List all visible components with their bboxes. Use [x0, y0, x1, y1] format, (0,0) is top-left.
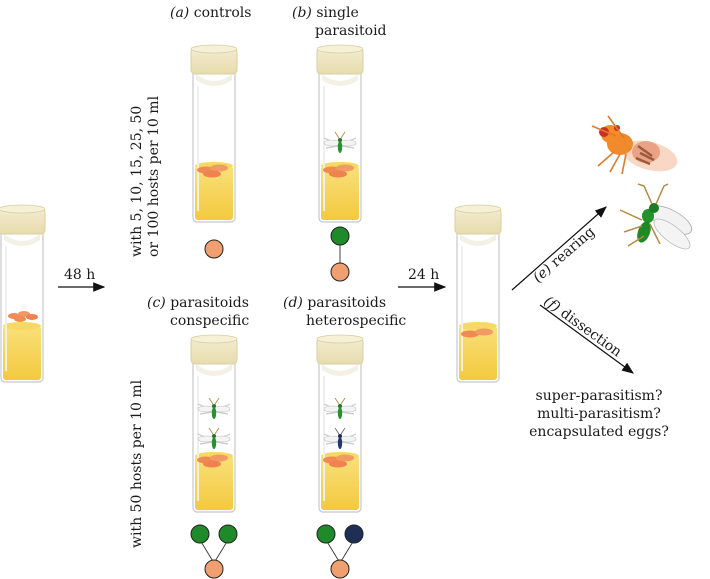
time-48h: 48 h [64, 267, 95, 283]
label-b-line2: parasitoid [315, 23, 387, 39]
parasitoid-node-c1 [190, 524, 210, 544]
side-label-bottom: with 50 hosts per 10 ml [129, 379, 145, 548]
arrow-rearing [511, 206, 607, 291]
host-node-c [204, 559, 224, 579]
host-eggs [8, 311, 38, 322]
label-d-line2: heterospecific [306, 313, 406, 329]
time-24h: 24 h [408, 267, 439, 283]
parasitoid-node-c2 [218, 524, 238, 544]
label-c-line2: conspecific [170, 313, 249, 329]
vial-controls [190, 44, 238, 223]
arrow-dissection [539, 304, 634, 374]
vial-initial [0, 204, 46, 383]
parasitoid-node-d2 [344, 524, 364, 544]
host-node-b [330, 262, 350, 282]
label-b: (b) single [292, 5, 359, 21]
label-a: (a) controls [170, 5, 251, 21]
host-node-a [204, 239, 224, 259]
label-d: (d) parasitoids [283, 295, 386, 311]
parasitoid-node-d1 [316, 524, 336, 544]
label-f: (f) dissection [541, 293, 625, 360]
wasp-illustration [619, 183, 693, 250]
vial-heterospecific [316, 334, 364, 513]
label-c: (c) parasitoids [147, 295, 249, 311]
side-label-top-2: or 100 hosts per 10 ml [146, 95, 162, 257]
side-label-top-1: with 5, 10, 15, 25, 50 [129, 106, 145, 257]
host-node-d [330, 559, 350, 579]
question-encapsulated-eggs: encapsulated eggs? [529, 424, 669, 440]
fly-illustration [591, 115, 678, 175]
vial-conspecific [190, 334, 238, 513]
question-multi-parasitism: multi-parasitism? [537, 406, 661, 422]
question-super-parasitism: super-parasitism? [536, 388, 663, 404]
label-e: (e) rearing [530, 224, 598, 286]
vial-single [316, 44, 364, 223]
parasitoid-node-b [330, 226, 350, 246]
vial-after [454, 204, 502, 383]
